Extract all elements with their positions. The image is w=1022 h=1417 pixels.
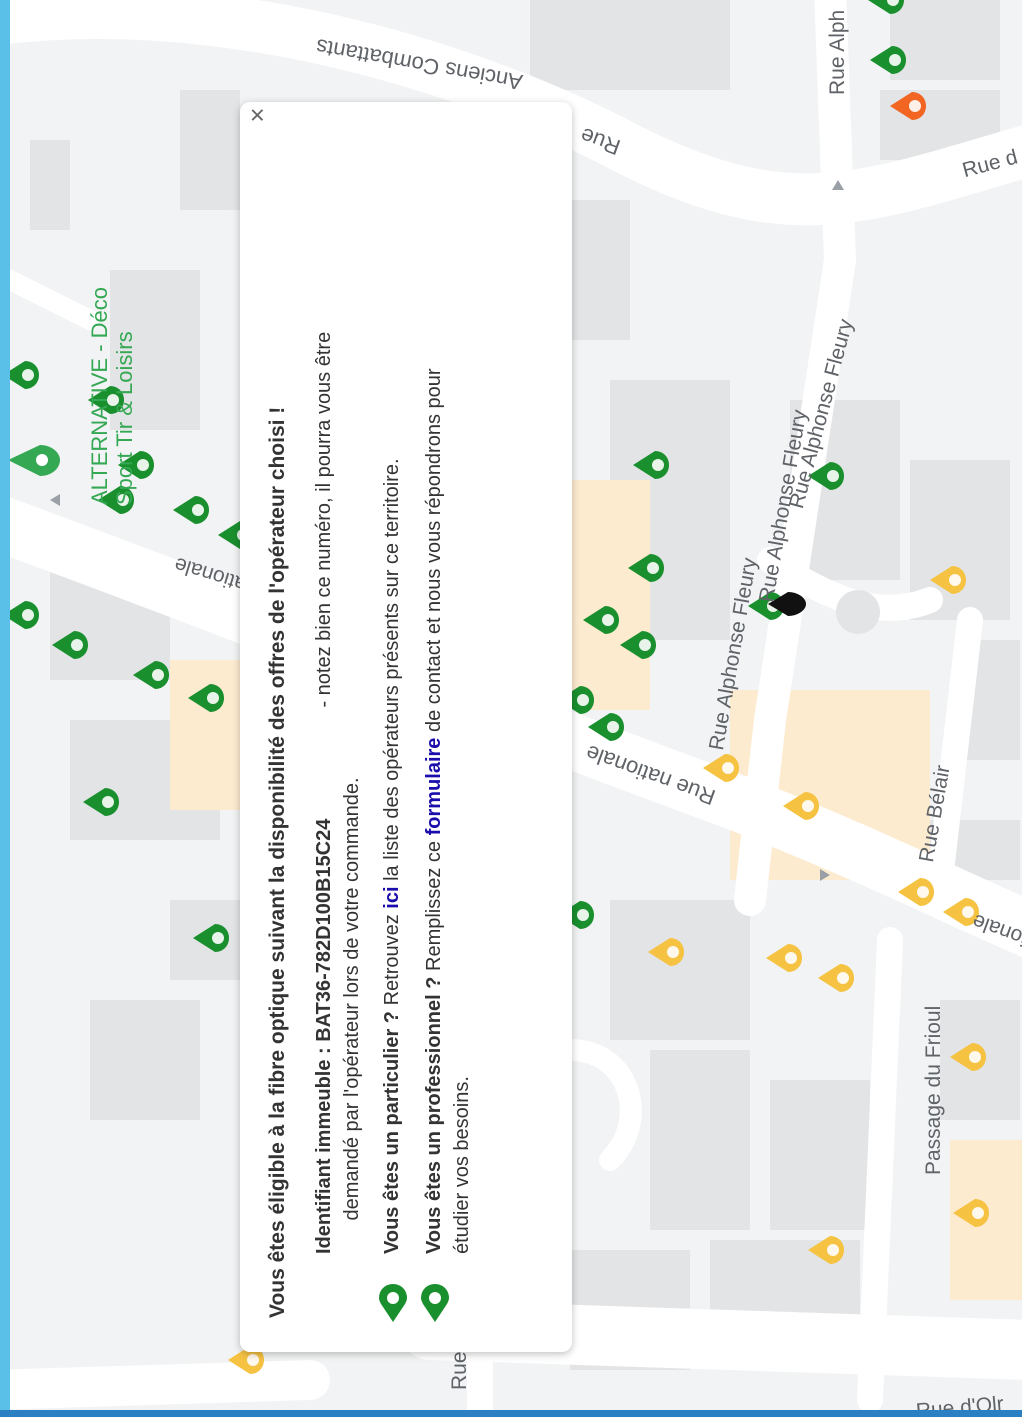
close-icon[interactable]: × xyxy=(242,107,272,123)
professionnel-text-post-2: étudier vos besoins. xyxy=(451,1076,473,1254)
bottom-border xyxy=(0,1410,1022,1417)
direction-arrows xyxy=(50,180,844,881)
popup-title: Vous êtes éligible à la fibre optique su… xyxy=(266,406,289,1318)
professionnel-row: Vous êtes un professionnel ? Remplissez … xyxy=(420,132,476,1324)
professionnel-question: Vous êtes un professionnel ? xyxy=(423,976,445,1254)
street-rue-alph-top: Rue Alph xyxy=(826,9,849,95)
roundabout xyxy=(836,590,880,634)
particulier-question: Vous êtes un particulier ? xyxy=(381,1010,403,1254)
building-id: Identifiant immeuble : BAT36-782D100B15C… xyxy=(313,818,335,1254)
professionnel-text-pre: Remplissez ce xyxy=(423,835,445,977)
selected-location-icon xyxy=(768,592,806,616)
street-rue-bottom-left: Rue xyxy=(448,1351,471,1390)
buildings xyxy=(30,0,1020,1370)
green-pin-icon xyxy=(421,1284,449,1322)
eligibility-popup: × Vous êtes éligible à la fibre optique … xyxy=(240,102,572,1352)
street-passage-frioul: Passage du Frioul xyxy=(922,1005,945,1175)
building-id-note: - notez bien ce numéro, il pourra vous ê… xyxy=(313,331,335,708)
building-id-line: Identifiant immeuble : BAT36-782D100B15C… xyxy=(310,132,366,1254)
poi-label-line1[interactable]: ALTERNATIVE - Déco xyxy=(87,286,112,505)
particulier-text-pre: Retrouvez xyxy=(381,908,403,1011)
professionnel-text-post: de contact et nous vous répondrons pour xyxy=(423,368,445,738)
map-canvas[interactable]: Anciens Combattants Rue ationale Rue nat… xyxy=(10,0,1022,1410)
particulier-link[interactable]: ici xyxy=(381,886,403,909)
particulier-row: Vous êtes un particulier ? Retrouvez ici… xyxy=(378,132,407,1324)
building-id-note-2: demandé par l'opérateur lors de votre co… xyxy=(341,777,363,1221)
map-base xyxy=(10,0,1022,1410)
poi-marker-icon[interactable] xyxy=(10,445,60,476)
professionnel-link[interactable]: formulaire xyxy=(423,737,445,836)
green-pin-icon xyxy=(379,1284,407,1322)
poi-label-line2[interactable]: Sport Tir & Loisirs xyxy=(112,331,137,505)
particulier-text-post: la liste des opérateurs présents sur ce … xyxy=(381,458,403,887)
